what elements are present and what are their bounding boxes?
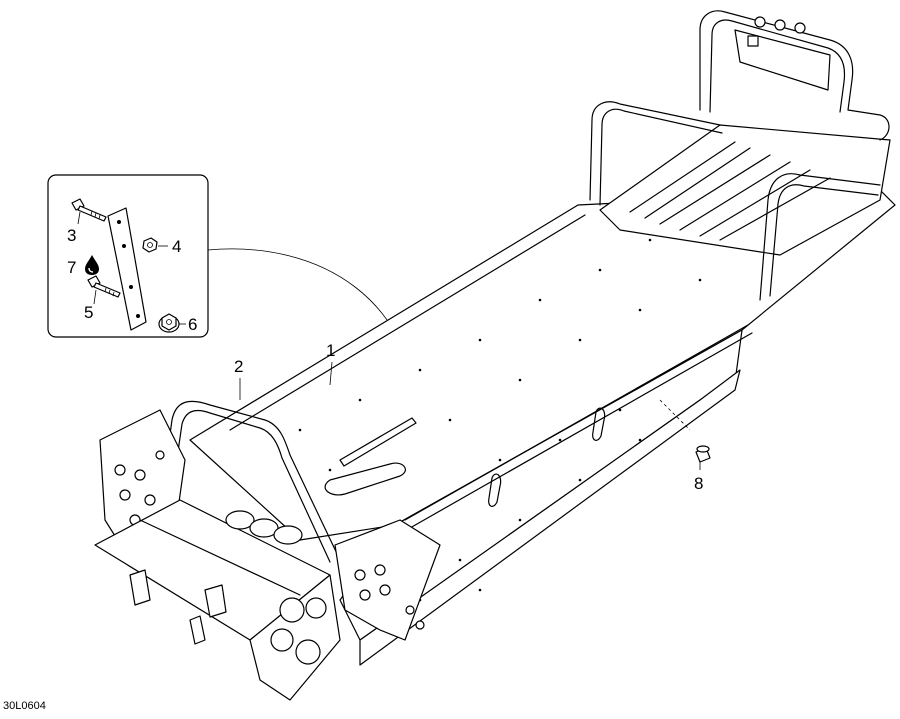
tunnel: [189, 189, 896, 666]
drawing-reference-code: 30L0604: [3, 700, 46, 712]
plug-part: [659, 399, 711, 463]
callout-leaders: [239, 361, 701, 470]
callout-2: 2: [234, 357, 243, 376]
oil-drop-icon: [85, 255, 99, 275]
callout-6: 6: [188, 315, 197, 334]
rear-rack: [589, 10, 891, 301]
callout-5: 5: [84, 303, 93, 322]
front-bumper: [94, 400, 441, 701]
callout-7: 7: [67, 258, 76, 277]
nut-part: [142, 237, 158, 253]
callout-3: 3: [67, 226, 76, 245]
callout-4: 4: [172, 237, 181, 256]
detail-inset-box: [47, 174, 209, 338]
bolt-part: [71, 198, 107, 222]
bolt-part: [87, 275, 121, 298]
callout-8: 8: [694, 474, 703, 493]
callout-1: 1: [326, 341, 335, 360]
